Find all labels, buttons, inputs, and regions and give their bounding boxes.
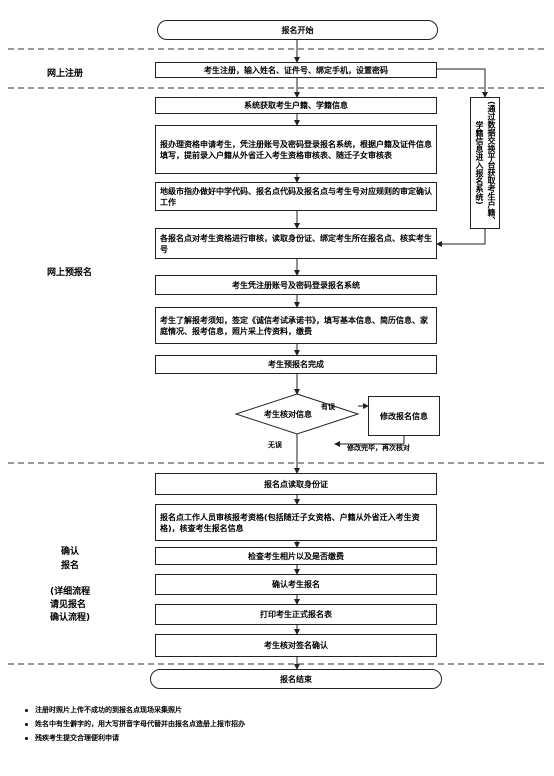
section-confirm-note-3: 确认流程) — [50, 613, 91, 623]
edge-label-recheck: 修改完毕，再次核对 — [347, 444, 410, 452]
registration-point-review-step: 各报名点对考生资格进行审核，读取身份证、绑定考生所在报名点、核实考生号 — [155, 228, 437, 259]
footnote-bullet — [25, 709, 28, 712]
section-dividers — [8, 48, 548, 665]
prereg-complete-step: 考生预报名完成 — [155, 355, 437, 374]
section-confirm-label-2: 报名 — [61, 561, 80, 571]
footnote-1: 注册时照片上传不成功的到报名点现场采集照片 — [35, 706, 182, 714]
decision-diamond — [234, 393, 360, 435]
fill-info-step: 考生了解报考须知，签定《诚信考试承诺书》，填写基本信息、简历信息、家庭情况、报考… — [155, 307, 437, 344]
check-photo-payment-step: 检查考生相片以及是否缴费 — [155, 547, 437, 565]
sign-confirm-step: 考生核对签名确认 — [155, 634, 437, 657]
edge-label-no-error: 无误 — [268, 441, 282, 449]
apply-qualification-step: 报办理资格申请考生，凭注册账号及密码登录报名系统，根据户籍及证件信息填写，提前录… — [155, 125, 437, 174]
footnote-bullet — [25, 723, 28, 726]
staff-review-step: 报名点工作人员审核报考资格(包括随迁子女资格、户籍从外省迁入考生资格)，核查考生… — [155, 504, 437, 541]
read-id-card-step: 报名点读取身份证 — [155, 473, 437, 495]
print-form-step: 打印考生正式报名表 — [155, 604, 437, 625]
section-register-label: 网上注册 — [47, 69, 84, 79]
city-office-step: 地级市指办做好中学代码、报名点代码及报名点与考生号对应规则的审定确认工作 — [155, 182, 437, 211]
data-exchange-text: (通过数据交换平台获取考生户籍、学籍信息进入报名系统) — [475, 101, 496, 225]
register-step: 考生注册，输入姓名、证件号、绑定手机，设置密码 — [155, 62, 437, 78]
section-confirm-note-1: (详细流程 — [50, 587, 91, 597]
decision-text: 考生核对信息 — [264, 410, 312, 419]
end-terminator: 报名结束 — [150, 669, 442, 689]
footnote-2: 姓名中有生僻字的，用大写拼音字母代替并由报名点造册上报市招办 — [35, 720, 245, 728]
data-exchange-box: (通过数据交换平台获取考生户籍、学籍信息进入报名系统) — [470, 97, 500, 229]
confirm-registration-step: 确认考生报名 — [155, 574, 437, 595]
footnote-3: 残疾考生提交合理便利申请 — [35, 734, 119, 742]
login-step: 考生凭注册账号及密码登录报名系统 — [155, 275, 437, 295]
edge-label-has-error: 有误 — [321, 403, 335, 411]
footnote-bullet — [25, 737, 28, 740]
fetch-info-step: 系统获取考生户籍、学籍信息 — [155, 97, 437, 114]
section-confirm-label-1: 确认 — [61, 547, 80, 557]
start-terminator: 报名开始 — [157, 20, 438, 40]
modify-info-box: 修改报名信息 — [368, 396, 440, 436]
section-confirm-note-2: 请见报名 — [50, 600, 87, 610]
section-prereg-label: 网上预报名 — [47, 268, 93, 278]
